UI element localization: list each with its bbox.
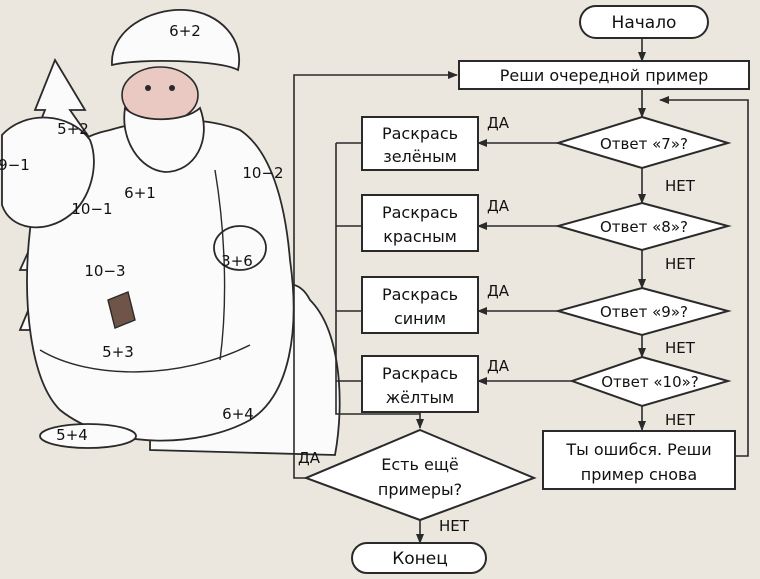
action-box-green — [361, 116, 479, 171]
santa-claus-figure: 6+2 5+2 9−1 10−2 6+1 10−1 3+6 10−3 5+3 6… — [0, 9, 341, 456]
example-label: 6+2 — [169, 22, 201, 40]
error-line1: Ты ошибся. Реши — [565, 440, 711, 459]
action-verb: Раскрась — [382, 285, 458, 304]
example-label: 5+3 — [102, 343, 134, 361]
action-color: красным — [383, 227, 457, 246]
error-line2: пример снова — [581, 465, 697, 484]
example-label: 5+4 — [56, 426, 88, 444]
decision-label-10: Ответ «10»? — [601, 373, 699, 391]
decision-answer-9 — [554, 286, 732, 337]
flow-collector — [335, 143, 420, 415]
end-label: Конец — [392, 549, 448, 569]
action-box-blue — [361, 276, 479, 334]
more-no-label: НЕТ — [439, 517, 470, 535]
decision-answer-10 — [568, 355, 732, 408]
no-label: НЕТ — [665, 177, 696, 195]
example-label: 6+4 — [222, 405, 254, 423]
yes-label: ДА — [487, 357, 510, 375]
action-box-yellow — [361, 355, 479, 413]
no-label: НЕТ — [665, 339, 696, 357]
coat-front-line — [214, 169, 226, 361]
no-label: НЕТ — [665, 255, 696, 273]
more-yes-loop — [293, 71, 458, 479]
santa-mitten — [213, 225, 267, 271]
more-line2: примеры? — [378, 480, 462, 499]
decision-answer-7 — [554, 115, 732, 170]
coat-trim-line — [39, 344, 251, 373]
decision-answer-8 — [554, 201, 732, 252]
action-color: зелёным — [383, 147, 457, 166]
santa-coat-shape — [26, 118, 295, 442]
example-label: 9−1 — [0, 156, 30, 174]
more-line1: Есть ещё — [381, 455, 459, 474]
error-loop-line — [659, 96, 749, 457]
tree-trunk-shape — [107, 291, 136, 329]
example-label: 10−1 — [71, 200, 112, 218]
action-verb: Раскрась — [382, 124, 458, 143]
action-color: жёлтым — [386, 388, 455, 407]
example-label: 5+2 — [57, 120, 89, 138]
yes-label: ДА — [487, 114, 510, 132]
decision-label-9: Ответ «9»? — [600, 303, 688, 321]
flowchart: Начало Реши очередной пример Ответ «7»? … — [293, 5, 750, 574]
solve-process-box — [458, 60, 750, 90]
start-terminal — [579, 5, 709, 39]
solve-label: Реши очередной пример — [500, 66, 709, 85]
yes-label: ДА — [487, 197, 510, 215]
decision-label-8: Ответ «8»? — [600, 218, 688, 236]
left-sleeve-shape — [1, 116, 95, 229]
example-label: 3+6 — [221, 252, 253, 270]
error-box — [542, 430, 736, 490]
santa-beard-shape — [123, 106, 205, 173]
action-verb: Раскрась — [382, 364, 458, 383]
action-color: синим — [394, 309, 446, 328]
start-label: Начало — [612, 13, 677, 33]
action-verb: Раскрась — [382, 203, 458, 222]
example-label: 10−2 — [242, 164, 283, 182]
santa-hat-shape — [111, 9, 241, 72]
end-terminal — [351, 542, 487, 574]
no-label: НЕТ — [665, 411, 696, 429]
action-box-red — [361, 194, 479, 252]
yes-label: ДА — [487, 282, 510, 300]
example-label: 6+1 — [124, 184, 156, 202]
santa-eye-right — [169, 85, 175, 91]
example-label: 10−3 — [84, 262, 125, 280]
santa-boot — [39, 423, 137, 449]
decision-more-examples — [303, 428, 537, 522]
santa-eye-left — [145, 85, 151, 91]
more-yes-label: ДА — [298, 449, 321, 467]
decision-label-7: Ответ «7»? — [600, 135, 688, 153]
